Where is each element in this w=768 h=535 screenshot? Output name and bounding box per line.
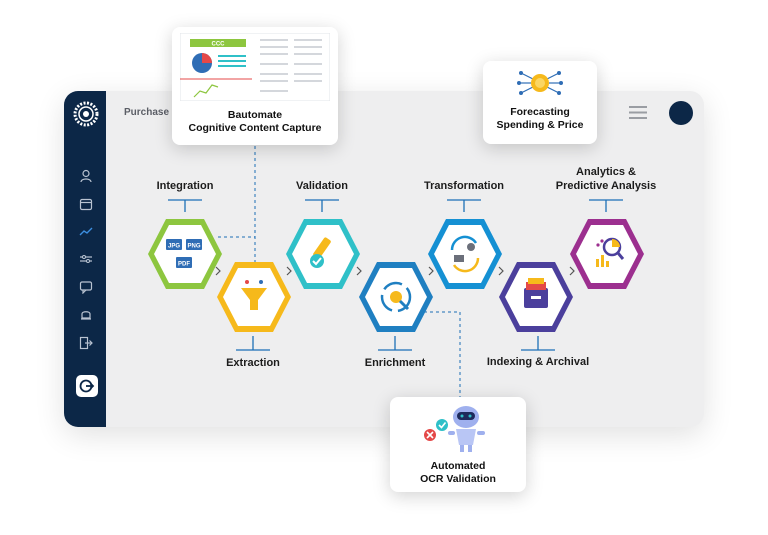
svg-text:PDF: PDF: [178, 262, 190, 268]
exit-icon: [79, 379, 95, 393]
exit-button[interactable]: [76, 375, 98, 397]
sliders-icon[interactable]: [79, 252, 93, 266]
forecast-card[interactable]: Forecasting Spending & Price: [483, 61, 597, 144]
capture-card[interactable]: CCC Bautomate Cognitive Content Capture: [172, 27, 338, 145]
analytics-label-line1: Analytics &: [576, 166, 636, 178]
indexing-label: Indexing & Archival: [486, 356, 590, 368]
sun-network-icon: [517, 71, 563, 95]
forecast-title-line1: Forecasting: [510, 106, 570, 118]
analytics-hexagon[interactable]: [568, 217, 646, 291]
integration-label: Integration: [156, 180, 214, 192]
document-preview: CCC: [180, 33, 330, 101]
svg-text:PNG: PNG: [187, 244, 200, 250]
avatar[interactable]: [669, 101, 693, 125]
svg-text:CCC: CCC: [212, 42, 226, 48]
analytics-label-line2: Predictive Analysis: [555, 180, 657, 192]
logout-icon[interactable]: [79, 336, 93, 350]
validation-label: Validation: [296, 180, 348, 192]
extraction-label: Extraction: [226, 357, 280, 369]
ocr-title-line2: OCR Validation: [420, 473, 496, 485]
ocr-card[interactable]: Automated OCR Validation: [390, 397, 526, 492]
robot-icon: [424, 406, 485, 452]
menu-icon[interactable]: [629, 106, 647, 119]
transformation-label: Transformation: [423, 180, 505, 192]
integration-hexagon[interactable]: JPG PNG PDF: [146, 217, 224, 291]
capture-title-line2: Cognitive Content Capture: [188, 122, 322, 134]
capture-title-line1: Bautomate: [227, 109, 283, 121]
chat-icon[interactable]: [79, 280, 93, 294]
extraction-hexagon[interactable]: [215, 260, 293, 334]
gear-logo-icon: [73, 101, 99, 127]
bell-icon[interactable]: [79, 308, 93, 322]
calendar-icon[interactable]: [79, 197, 93, 211]
indexing-hexagon[interactable]: [497, 260, 575, 334]
ocr-title-line1: Automated: [430, 460, 486, 472]
validation-hexagon[interactable]: [284, 217, 362, 291]
transformation-hexagon[interactable]: [426, 217, 504, 291]
user-icon[interactable]: [79, 169, 93, 183]
breadcrumb[interactable]: Purchase: [124, 107, 170, 118]
forecast-title-line2: Spending & Price: [496, 119, 584, 131]
enrichment-label: Enrichment: [364, 357, 426, 369]
svg-text:JPG: JPG: [168, 244, 180, 250]
enrichment-hexagon[interactable]: [357, 260, 435, 334]
trend-icon[interactable]: [79, 225, 93, 239]
sidebar: [64, 91, 106, 427]
